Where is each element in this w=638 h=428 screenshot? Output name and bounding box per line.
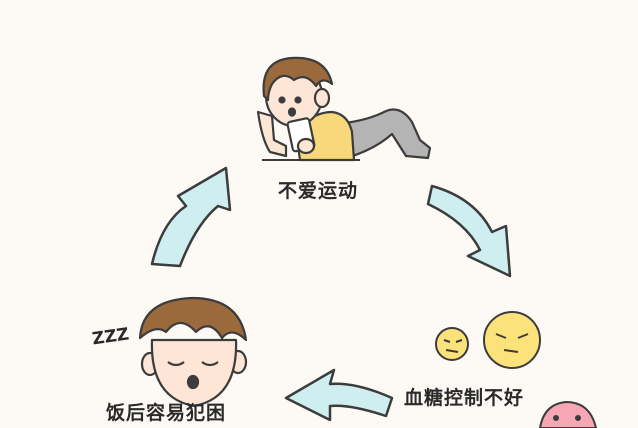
step-label-poor-blood-sugar: 血糖控制不好 bbox=[404, 387, 525, 409]
grumpy-faces-illustration bbox=[435, 311, 541, 369]
arrow-to-left bbox=[284, 368, 394, 422]
arrow-to-right bbox=[426, 184, 512, 278]
sleepy-boy-illustration bbox=[138, 296, 248, 408]
arrow-to-top bbox=[150, 166, 232, 268]
lying-boy-illustration bbox=[256, 56, 432, 162]
pink-character-illustration bbox=[538, 400, 598, 428]
step-label-sleepy-after-meal: 饭后容易犯困 bbox=[106, 402, 227, 424]
step-label-no-exercise: 不爱运动 bbox=[278, 180, 359, 202]
sleep-text: ZZZ bbox=[91, 324, 130, 349]
